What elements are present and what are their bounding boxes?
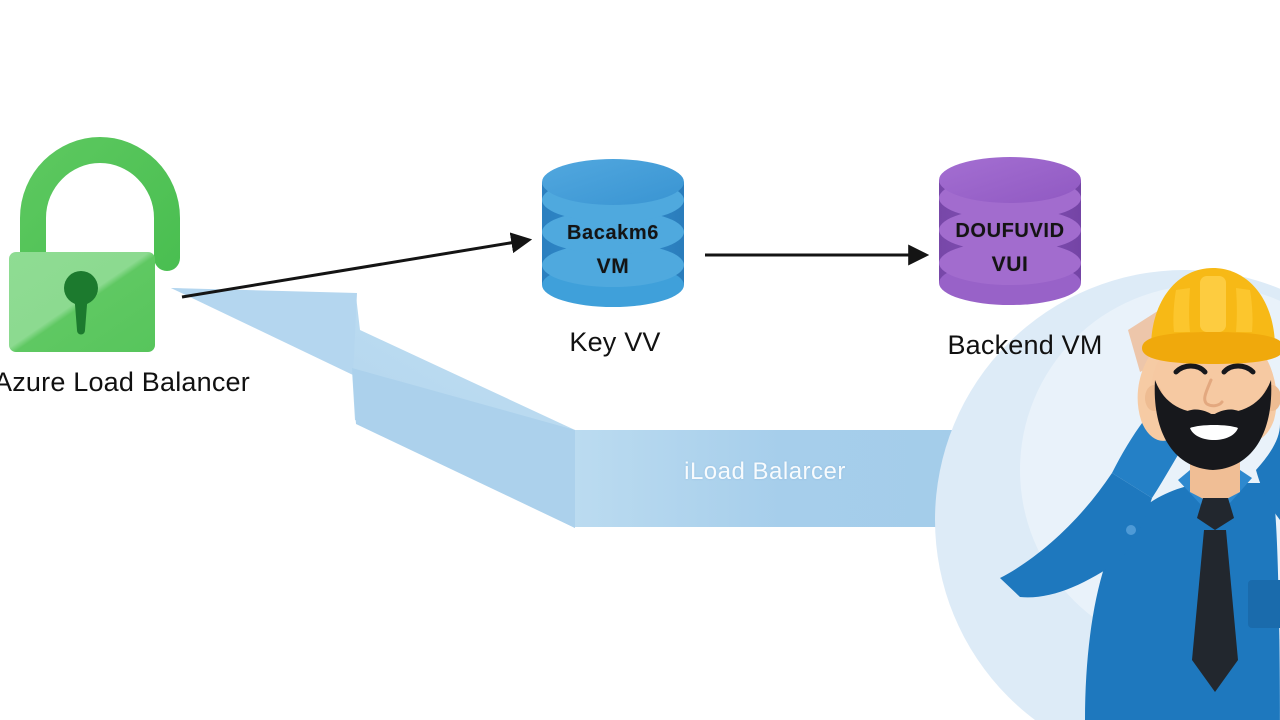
worker-hard-hat-ridge-left <box>1173 288 1190 332</box>
worker-hard-hat-brim <box>1142 332 1280 364</box>
worker-eye-right <box>1221 363 1256 375</box>
backend-vm-cylinder-icon <box>939 157 1081 305</box>
worker-tie-body <box>1192 530 1238 692</box>
worker-sleeve-button <box>1126 525 1136 535</box>
worker-shirt-pocket <box>1248 580 1280 628</box>
flow-arrow-notch <box>352 368 575 528</box>
padlock-keyhole-stem-icon <box>74 292 88 335</box>
key-vm-cylinder-icon <box>542 159 684 307</box>
flow-arrow-label: iLoad Balarcer <box>684 458 846 485</box>
backend-vm-node[interactable]: DOUFUVID VUI <box>935 150 1085 310</box>
backend-vm-caption: Backend VM <box>947 330 1103 360</box>
worker-hard-hat-ridge-center <box>1200 276 1226 332</box>
worker-eye-left <box>1173 363 1208 375</box>
padlock-keyhole-icon <box>64 271 98 305</box>
key-vm-caption: Key VV <box>569 327 661 357</box>
worker-nose <box>1203 378 1224 408</box>
worker-tie-knot <box>1197 498 1234 530</box>
flow-arrow-band <box>575 430 1035 527</box>
padlock-shackle-icon <box>20 136 180 303</box>
worker-hard-hat-ridge-right <box>1236 288 1253 332</box>
worker-right-arm <box>1256 424 1280 520</box>
key-vm-node[interactable]: Bacakm6 VM <box>538 152 688 312</box>
worker-left-arm <box>1000 473 1152 598</box>
worker-moustache <box>1182 409 1244 427</box>
flow-arrow-head <box>171 288 357 375</box>
connector-lb-to-key-vm <box>181 232 533 299</box>
worker-mouth <box>1190 425 1238 440</box>
